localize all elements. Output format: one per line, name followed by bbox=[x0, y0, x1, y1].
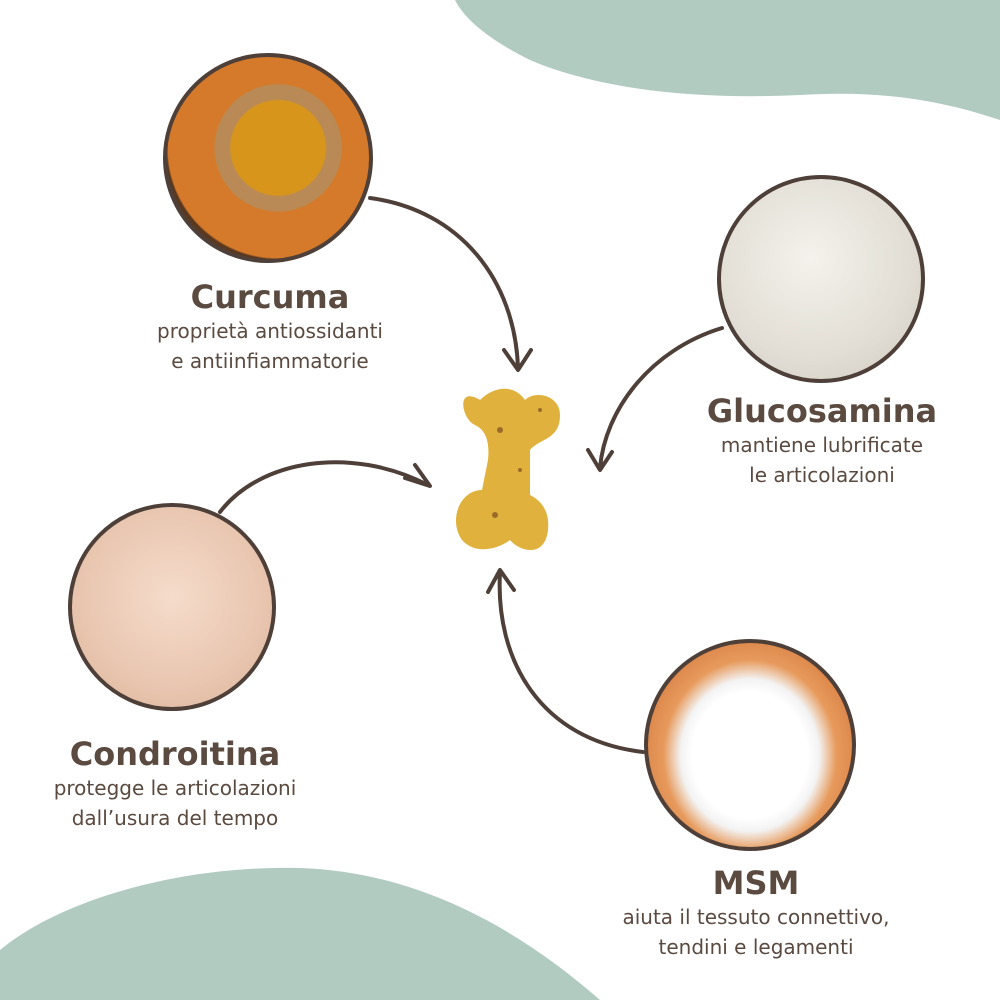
ingredient-desc: dall’usura del tempo bbox=[71, 806, 279, 830]
ingredient-desc: e antiinfiammatorie bbox=[171, 349, 369, 373]
arrow-curcuma bbox=[368, 196, 533, 372]
ingredient-desc: tendini e legamenti bbox=[658, 935, 854, 959]
bone-biscuit-icon bbox=[455, 388, 560, 551]
arrow-glucosamina bbox=[586, 326, 724, 472]
ingredient-curcuma: Curcuma proprietà antiossidanti e antiin… bbox=[90, 278, 450, 376]
bottom-left-blob bbox=[0, 867, 600, 1000]
glucosamina-image bbox=[717, 175, 925, 383]
ingredient-desc: mantiene lubrificate bbox=[720, 433, 924, 457]
ingredient-name: Glucosamina bbox=[706, 392, 938, 430]
arrow-condroitina bbox=[218, 460, 432, 514]
arrow-msm bbox=[486, 568, 645, 754]
msm-image bbox=[644, 639, 856, 851]
ingredient-name: Condroitina bbox=[69, 735, 281, 773]
ingredient-desc: protegge le articolazioni bbox=[53, 776, 297, 800]
ingredient-glucosamina: Glucosamina mantiene lubrificate le arti… bbox=[642, 392, 1000, 490]
condroitina-image bbox=[68, 503, 276, 711]
ingredient-msm: MSM aiuta il tessuto connettivo, tendini… bbox=[576, 864, 936, 962]
ingredient-name: MSM bbox=[712, 864, 800, 902]
curcuma-image bbox=[163, 53, 373, 263]
ingredient-name: Curcuma bbox=[190, 278, 350, 316]
ingredient-desc: le articolazioni bbox=[749, 463, 895, 487]
ingredient-condroitina: Condroitina protegge le articolazioni da… bbox=[0, 735, 355, 833]
ingredient-desc: proprietà antiossidanti bbox=[157, 319, 383, 343]
top-right-blob bbox=[455, 0, 1000, 120]
ingredient-desc: aiuta il tessuto connettivo, bbox=[622, 905, 890, 929]
